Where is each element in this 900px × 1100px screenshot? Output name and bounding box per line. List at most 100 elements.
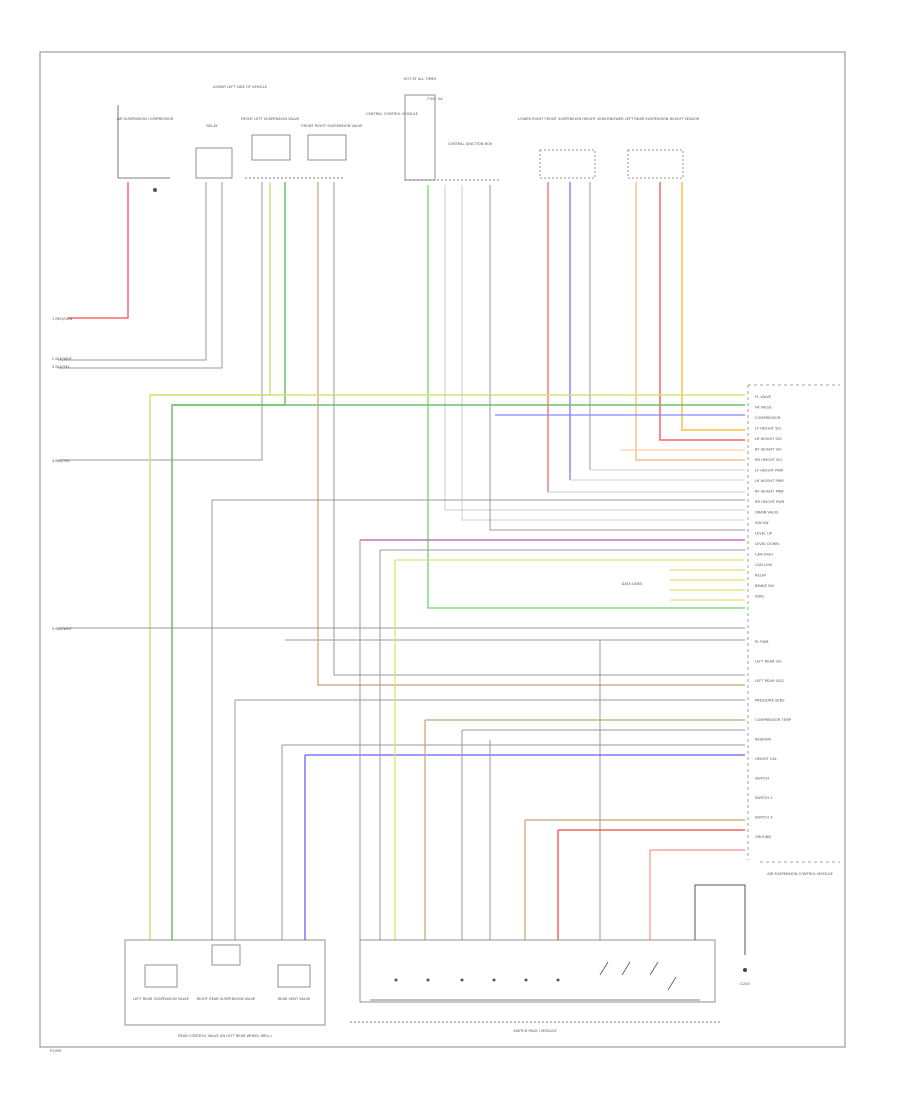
label-data-lines: DATA LINES: [622, 582, 643, 586]
pin-label: SWITCH 3: [755, 816, 773, 820]
pin-label: DIAG: [755, 595, 764, 599]
pin-label: FL VALVE: [755, 395, 772, 399]
label-hot: HOT AT ALL TIMES: [404, 77, 438, 81]
wires: [58, 182, 746, 955]
label-right-rear-valve: RIGHT REAR SUSPENSION VALVE: [197, 997, 256, 1001]
pin-label: PL PWR: [755, 640, 769, 644]
label-front-left-valve: FRONT LEFT SUSPENSION VALVE: [241, 117, 300, 121]
pin-label: DRAIN VALVE: [755, 511, 779, 515]
pin-label: PRESSURE SENS: [755, 699, 785, 703]
front-right-valve-box: [307, 134, 347, 161]
pin-label: SWITCH 2: [755, 796, 773, 800]
ground-icon: [743, 968, 747, 972]
pin-label: RESERVE: [755, 738, 772, 742]
wire-junction-1: [444, 185, 745, 511]
switch-pack-box: [359, 939, 716, 1003]
left-rear-valve-symbol: [144, 964, 178, 988]
wire-lightgreen: [427, 185, 745, 609]
pin-label: IGN SW: [755, 521, 769, 525]
label-left-rear-valve: LEFT REAR SUSPENSION VALVE: [133, 997, 190, 1001]
label-rear-vent-valve: REAR VENT VALVE: [278, 997, 311, 1001]
switch-dot-1: [394, 978, 398, 982]
compressor-motor-icon: [153, 188, 157, 192]
wire-gray-a: [58, 182, 263, 461]
switch-contact-4: [667, 976, 677, 991]
pin-label: COMPRESSOR: [755, 416, 781, 420]
pin-label: CAN LOW: [755, 563, 773, 567]
label-valve-block: REAR CONTROL VALVE (IN LEFT REAR WHEEL W…: [178, 1034, 272, 1038]
pin-label: CAN HIGH: [755, 553, 773, 557]
pin-label: GROUND: [755, 835, 771, 839]
pin-label: RELAY: [755, 574, 767, 578]
figure-code: P1059: [50, 1049, 62, 1053]
pin-label: RF HEIGHT SIG: [755, 448, 782, 452]
wire-amber: [681, 182, 745, 431]
pin-label: LEFT REAR SIG2: [755, 679, 784, 683]
left-edge-label: 1 RED/GRN: [52, 317, 72, 321]
top-title: LOWER LEFT SIDE OF VEHICLE: [213, 85, 268, 89]
switch-contact-3: [649, 961, 659, 976]
pin-label: LR HEIGHT PWR: [755, 479, 784, 483]
switch-contact-2: [621, 961, 631, 976]
rear-vent-valve-symbol: [277, 964, 311, 988]
rear-valve-block: [124, 939, 326, 1026]
diagram-frame: [39, 51, 846, 1048]
wire-relay-2: [58, 182, 223, 369]
label-ground: G200: [740, 982, 750, 986]
switch-contact-1: [599, 961, 609, 976]
front-left-valve-box: [251, 134, 291, 161]
switch-dot-3: [460, 978, 464, 982]
wire-orange: [635, 182, 745, 461]
pin-label: LEVEL UP: [755, 532, 773, 536]
wire-gray-b: [333, 182, 745, 676]
pin-label: LEFT REAR SIG: [755, 660, 782, 664]
left-edge-label: 5 BLK/WHT: [52, 627, 73, 631]
label-central-ctrl: CENTRAL CONTROL MODULE: [366, 112, 419, 116]
wire-yellow-green: [149, 182, 271, 940]
pin-label: SWITCH: [755, 777, 769, 781]
pin-label: RR HEIGHT PWR: [755, 500, 785, 504]
wire-green: [171, 182, 286, 940]
label-relay: RELAY: [206, 124, 218, 128]
pin-label: HEIGHT CAL: [755, 757, 777, 761]
sensor-box-left-rear: [627, 149, 684, 179]
label-lower-left-rear: LOWER LEFT REAR SUSPENSION HEIGHT SENSOR: [611, 117, 700, 121]
label-switch-pack: SWITCH PACK / MODULE: [513, 1029, 557, 1033]
pin-labels-lower: PL PWR LEFT REAR SIG LEFT REAR SIG2PRESSUR…: [755, 640, 792, 839]
pin-label: LF HEIGHT PWR: [755, 469, 784, 473]
sensor-box-right-front: [539, 149, 596, 179]
switch-symbols: [370, 961, 700, 1001]
left-edge-labels: 1 RED/GRN 2 BLK/WHT 3 BLK/YEL 4 BLK/YEL 5 BL…: [52, 317, 73, 631]
pin-label: LR HEIGHT SIG: [755, 437, 782, 441]
label-central-junction: CENTRAL JUNCTION BOX: [448, 142, 492, 146]
label-lower-right-front: LOWER RIGHT FRONT SUSPENSION HEIGHT SENS…: [518, 117, 612, 121]
wire-junction-2: [461, 185, 745, 521]
wire-red: [68, 182, 129, 319]
switch-dot-6: [556, 978, 560, 982]
left-edge-label: 2 BLK/WHT: [52, 357, 73, 361]
pin-label: LEVEL DOWN: [755, 542, 779, 546]
left-edge-label: 4 BLK/YEL: [52, 459, 70, 463]
pin-label: LF HEIGHT SIG: [755, 427, 781, 431]
right-rear-valve-symbol: [211, 944, 241, 966]
left-edge-label: 3 BLK/YEL: [52, 365, 70, 369]
label-front-right-valve: FRONT RIGHT SUSPENSION VALVE: [301, 124, 363, 128]
wire-red-2: [659, 182, 745, 441]
wire-ground-loop: [694, 884, 746, 955]
label-air-compressor: AIR SUSPENSION COMPRESSOR: [117, 117, 174, 121]
pin-label: RR HEIGHT SIG: [755, 458, 782, 462]
wire-relay-1: [58, 182, 207, 361]
switch-dot-4: [492, 978, 496, 982]
switch-dot-5: [524, 978, 528, 982]
wire-junction-3: [489, 185, 745, 531]
wire-tan: [317, 182, 745, 686]
central-ctrl-box: [404, 94, 436, 181]
pin-label: FR VALVE: [755, 406, 772, 410]
pin-label: COMPRESSOR TEMP: [755, 718, 792, 722]
switch-dot-2: [426, 978, 430, 982]
pin-label: BRAKE SW: [755, 584, 774, 588]
pin-label: RF HEIGHT PWR: [755, 490, 784, 494]
label-air-suspension-ctrl: AIR SUSPENSION CONTROL MODULE: [767, 872, 833, 876]
pin-labels-upper: FL VALVE FR VALVE COMPRESSOR LF HEIGHT SIG L…: [755, 395, 785, 599]
